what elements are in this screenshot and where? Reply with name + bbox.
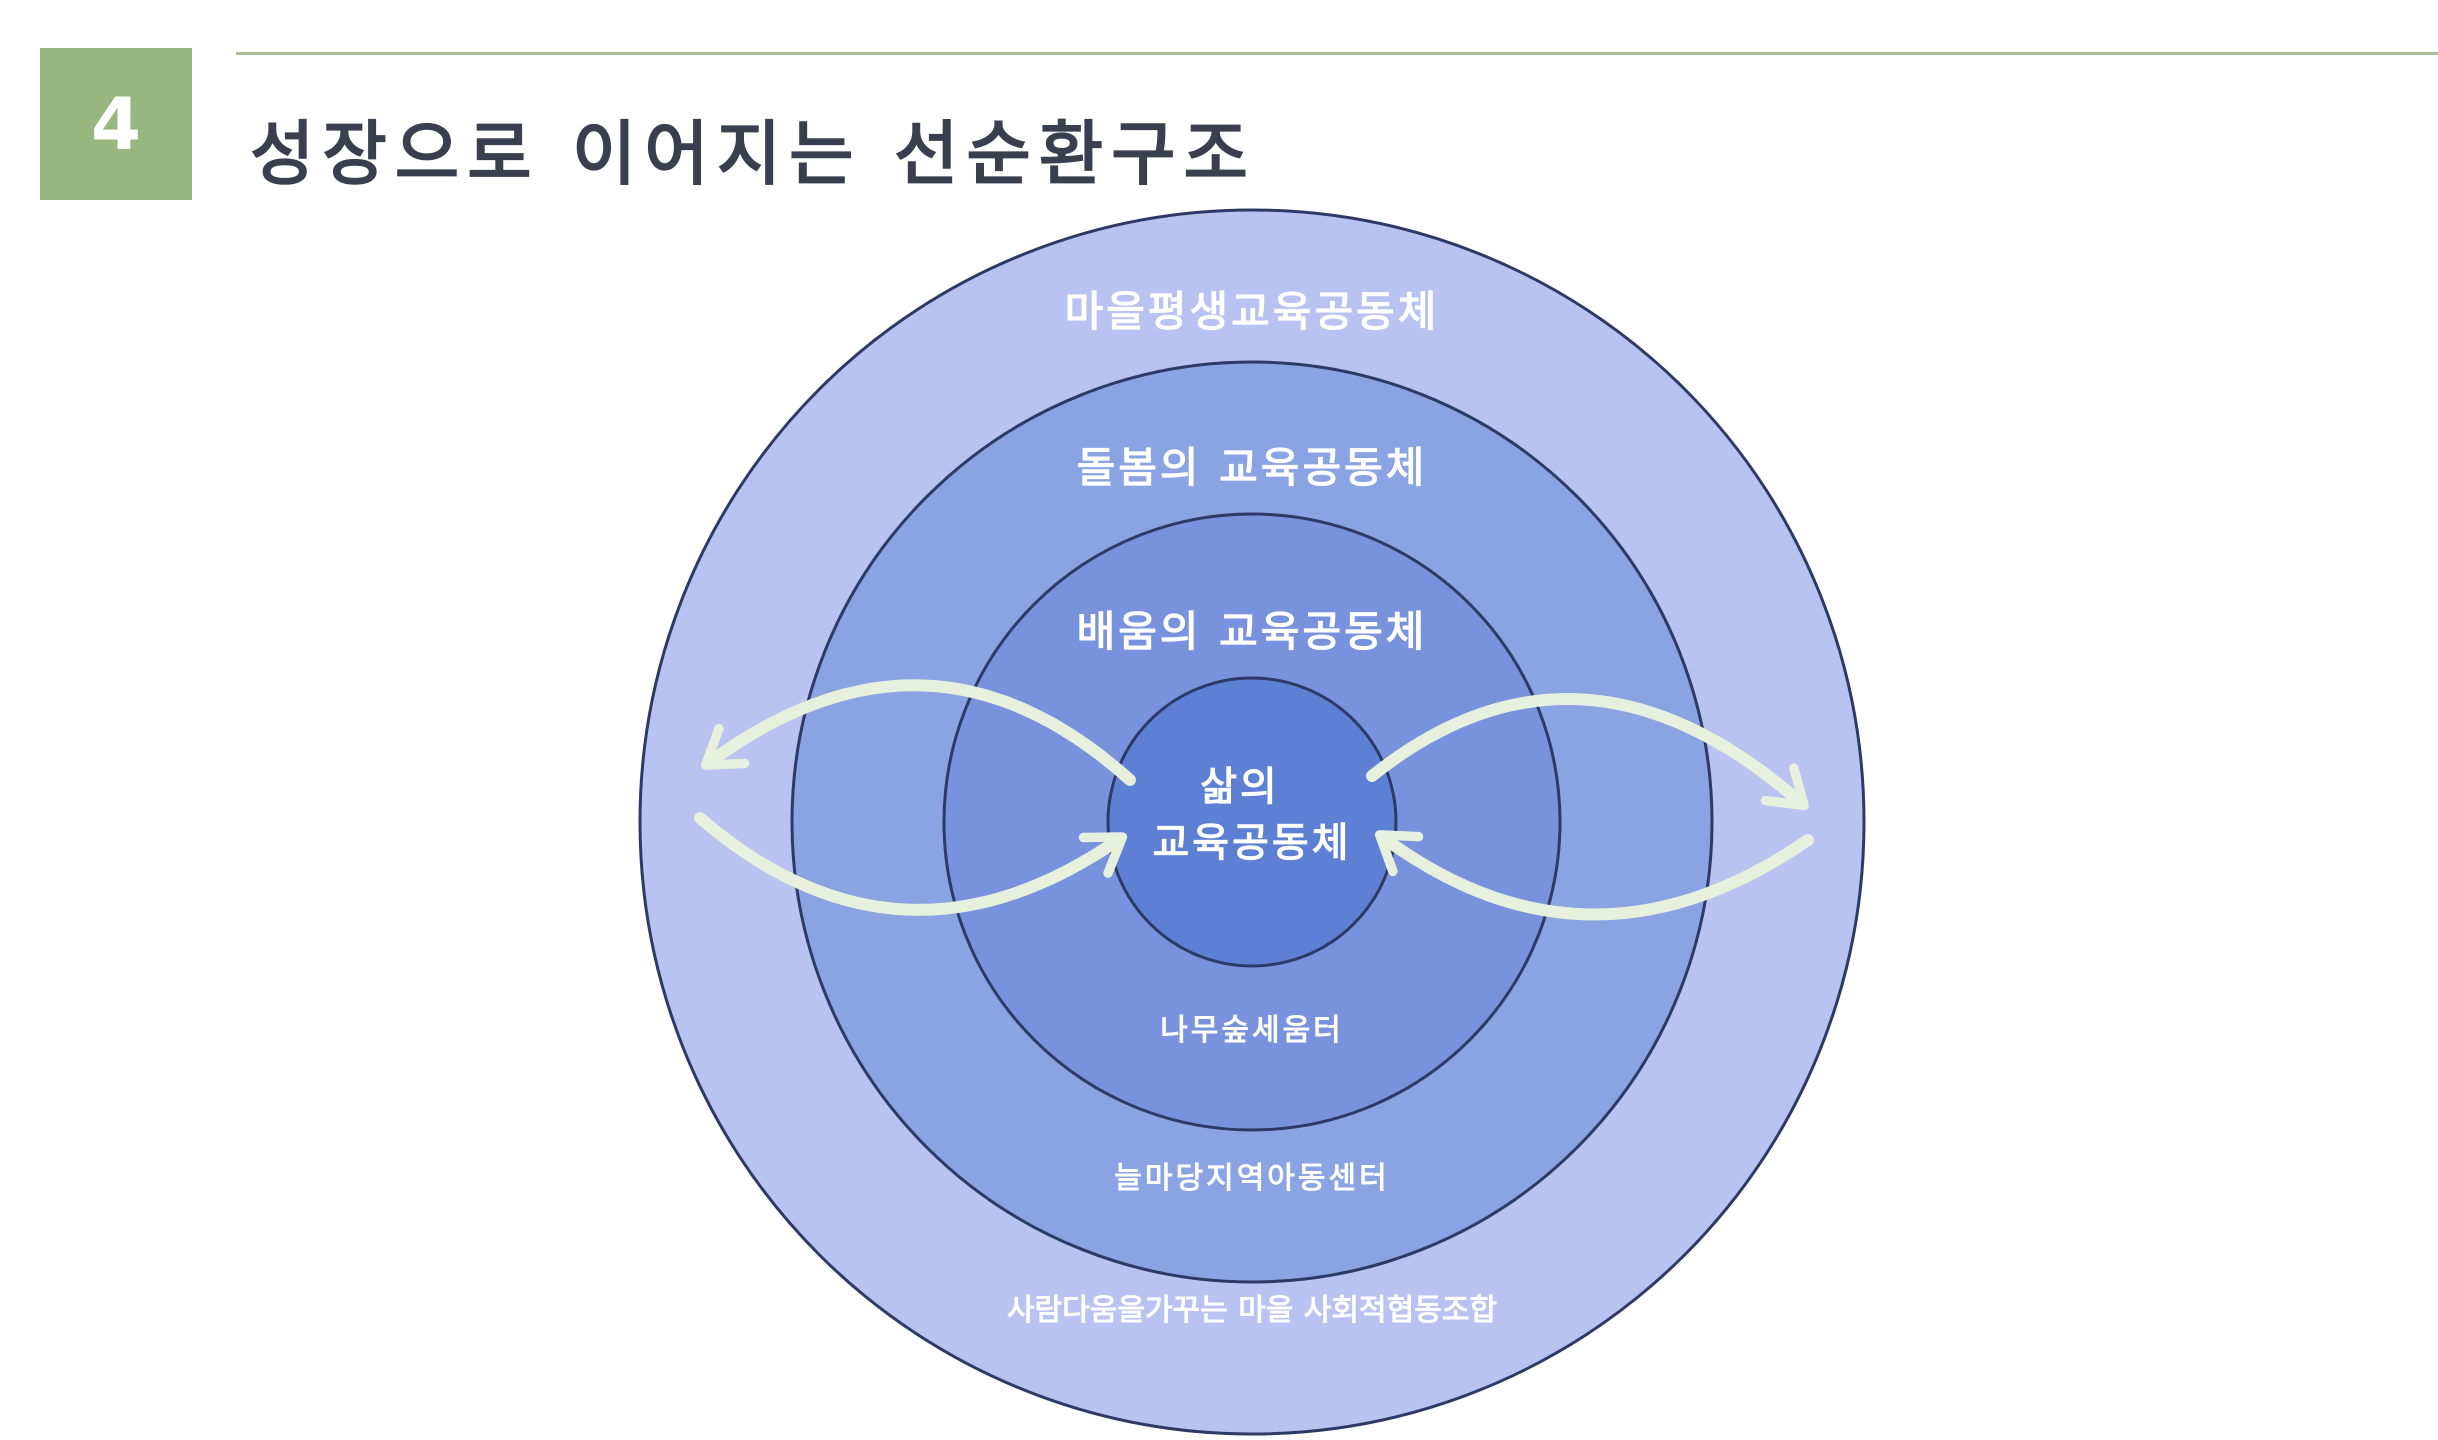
- ring-outer-label: 마을평생교육공동체: [1065, 287, 1440, 336]
- ring-care-org: 늘마당지역아동센터: [1114, 1161, 1389, 1196]
- arrow-right-outward: [1366, 693, 1809, 811]
- ring-outer-org: 사람다움을가꾸는 마을 사회적협동조합: [1007, 1293, 1497, 1328]
- section-number-badge: 4: [40, 48, 192, 200]
- core-label-line2: 교육공동체: [1153, 820, 1352, 866]
- ring-core-life: [1106, 676, 1398, 968]
- arrow-right-inward: [1374, 830, 1814, 921]
- page-title: 성장으로 이어지는 선순환구조: [250, 113, 1256, 195]
- ring-learning-label: 배움의 교육공동체: [1077, 607, 1428, 656]
- ring-learning-org: 나무숲세움터: [1160, 1013, 1344, 1048]
- header-divider: [236, 52, 2438, 55]
- ring-care-label: 돌봄의 교육공동체: [1077, 443, 1428, 492]
- arrow-left-inward: [694, 812, 1128, 916]
- arrow-left-outward: [700, 679, 1136, 786]
- core-label-line1: 삶의: [1200, 764, 1280, 810]
